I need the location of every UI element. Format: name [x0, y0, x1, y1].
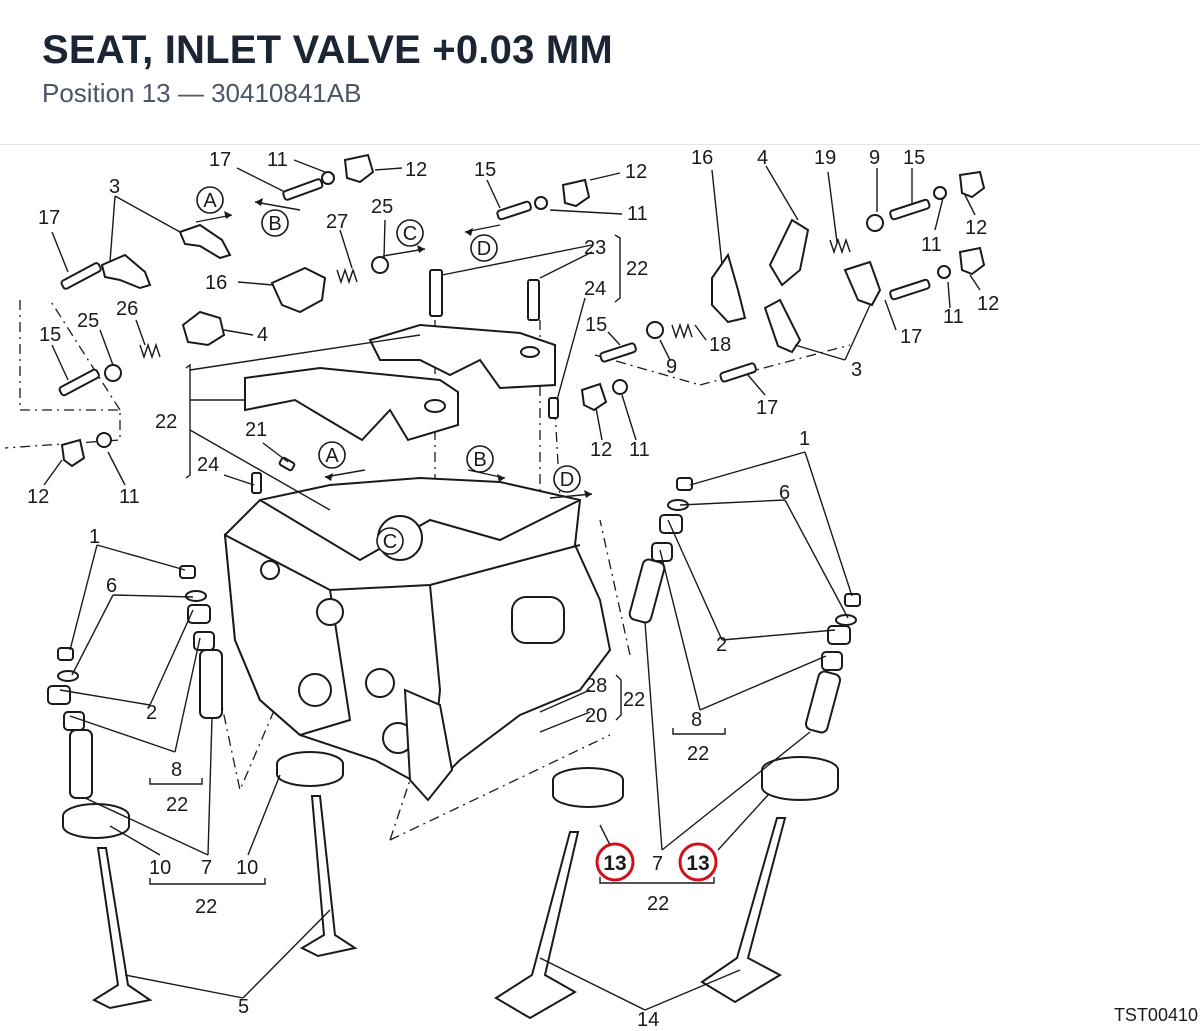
marker-c-head-label: C [383, 531, 397, 553]
callout: 18 [709, 334, 731, 356]
callout: 25 [371, 196, 393, 218]
callout: 7 [652, 853, 663, 875]
valves [91, 795, 787, 1020]
marker-b-top [261, 209, 289, 237]
callout: 10 [149, 857, 171, 879]
exploded-parts-diagram: A B C D A B C D 17 11 12 15 12 11 16 4 1… [4, 147, 999, 1031]
group-brackets [149, 728, 726, 885]
page-title: SEAT, INLET VALVE +0.03 MM [42, 28, 613, 72]
callout: 28 [585, 675, 607, 697]
callout: 17 [209, 149, 231, 171]
diagram-reference-code: TST00410 [1113, 1005, 1198, 1025]
callout: 21 [245, 419, 267, 441]
marker-c-head [376, 527, 404, 555]
callout: 5 [238, 996, 249, 1018]
callout: 14 [637, 1009, 659, 1031]
callout: 16 [205, 272, 227, 294]
left-rocker-assembly [58, 153, 591, 494]
callout: 7 [201, 857, 212, 879]
callout: 22 [623, 689, 645, 711]
callout: 26 [116, 298, 138, 320]
callout-13-right: 13 [686, 852, 709, 875]
marker-b-head-label: B [473, 449, 486, 471]
callout-13-left: 13 [603, 852, 626, 875]
callout: 17 [38, 207, 60, 229]
marker-d-top [470, 234, 498, 262]
marker-b-top-label: B [268, 213, 281, 235]
marker-a-head [318, 441, 346, 469]
highlight-rings [595, 842, 718, 882]
callout: 4 [757, 147, 768, 169]
callout: 15 [585, 314, 607, 336]
callout: 12 [625, 161, 647, 183]
callout: 8 [171, 759, 182, 781]
callout: 12 [590, 439, 612, 461]
callout: 22 [626, 258, 648, 280]
marker-b-head [466, 445, 494, 473]
callout: 6 [779, 482, 790, 504]
marker-c-top [396, 219, 424, 247]
callout: 12 [965, 217, 987, 239]
callout: 2 [716, 634, 727, 656]
callout: 27 [326, 211, 348, 233]
callout: 11 [943, 306, 964, 328]
callout: 8 [691, 709, 702, 731]
callout: 2 [146, 702, 157, 724]
valve-spring-stacks [47, 477, 861, 799]
callout: 3 [109, 176, 120, 198]
callout: 1 [89, 526, 100, 548]
callout: 9 [869, 147, 880, 169]
callout: 20 [585, 705, 607, 727]
marker-a-top-label: A [203, 190, 217, 212]
callout: 9 [666, 356, 677, 378]
callout: 12 [977, 293, 999, 315]
callout: 16 [691, 147, 713, 169]
camshaft-caps [244, 323, 556, 442]
callout: 15 [474, 159, 496, 181]
page-subtitle: Position 13 — 30410841AB [42, 78, 362, 108]
highlight-ring-13-left [595, 842, 635, 882]
callout: 12 [27, 486, 49, 508]
callout: 23 [584, 237, 606, 259]
callout: 11 [267, 149, 288, 171]
right-rocker-assembly [580, 170, 986, 412]
cylinder-head [223, 476, 612, 802]
callout: 22 [195, 896, 217, 918]
callout: 19 [814, 147, 836, 169]
marker-d-top-label: D [477, 238, 491, 260]
callout: 1 [799, 428, 810, 450]
callout: 11 [921, 234, 942, 256]
callout: 6 [106, 575, 117, 597]
callout-labels: 17 11 12 15 12 11 16 4 19 9 15 12 11 3 1… [27, 147, 999, 1031]
callout: 22 [166, 794, 188, 816]
marker-c-top-label: C [403, 223, 417, 245]
callout: 24 [197, 454, 219, 476]
direction-arrows [195, 198, 593, 499]
callout: 17 [756, 397, 778, 419]
callout: 12 [405, 159, 427, 181]
marker-a-head-label: A [325, 445, 339, 467]
leader-lines [43, 159, 981, 1011]
callout: 10 [236, 857, 258, 879]
callout: 17 [900, 326, 922, 348]
callout: 3 [851, 359, 862, 381]
marker-a-top [196, 186, 224, 214]
callout: 15 [903, 147, 925, 169]
highlight-ring-13-right [678, 842, 718, 882]
callout: 25 [77, 310, 99, 332]
callout: 11 [627, 203, 648, 225]
callout: 11 [629, 439, 650, 461]
callout: 15 [39, 324, 61, 346]
callout: 22 [687, 743, 709, 765]
callout: 11 [119, 486, 140, 508]
valve-seats [62, 751, 839, 839]
page-header: SEAT, INLET VALVE +0.03 MM Position 13 —… [0, 0, 1200, 145]
marker-d-head-label: D [560, 469, 574, 491]
callout: 4 [257, 324, 268, 346]
callout: 22 [155, 411, 177, 433]
callout: 22 [647, 893, 669, 915]
marker-d-head [553, 465, 581, 493]
callout: 24 [584, 278, 606, 300]
direction-markers: A B C D A B C D [196, 186, 581, 555]
